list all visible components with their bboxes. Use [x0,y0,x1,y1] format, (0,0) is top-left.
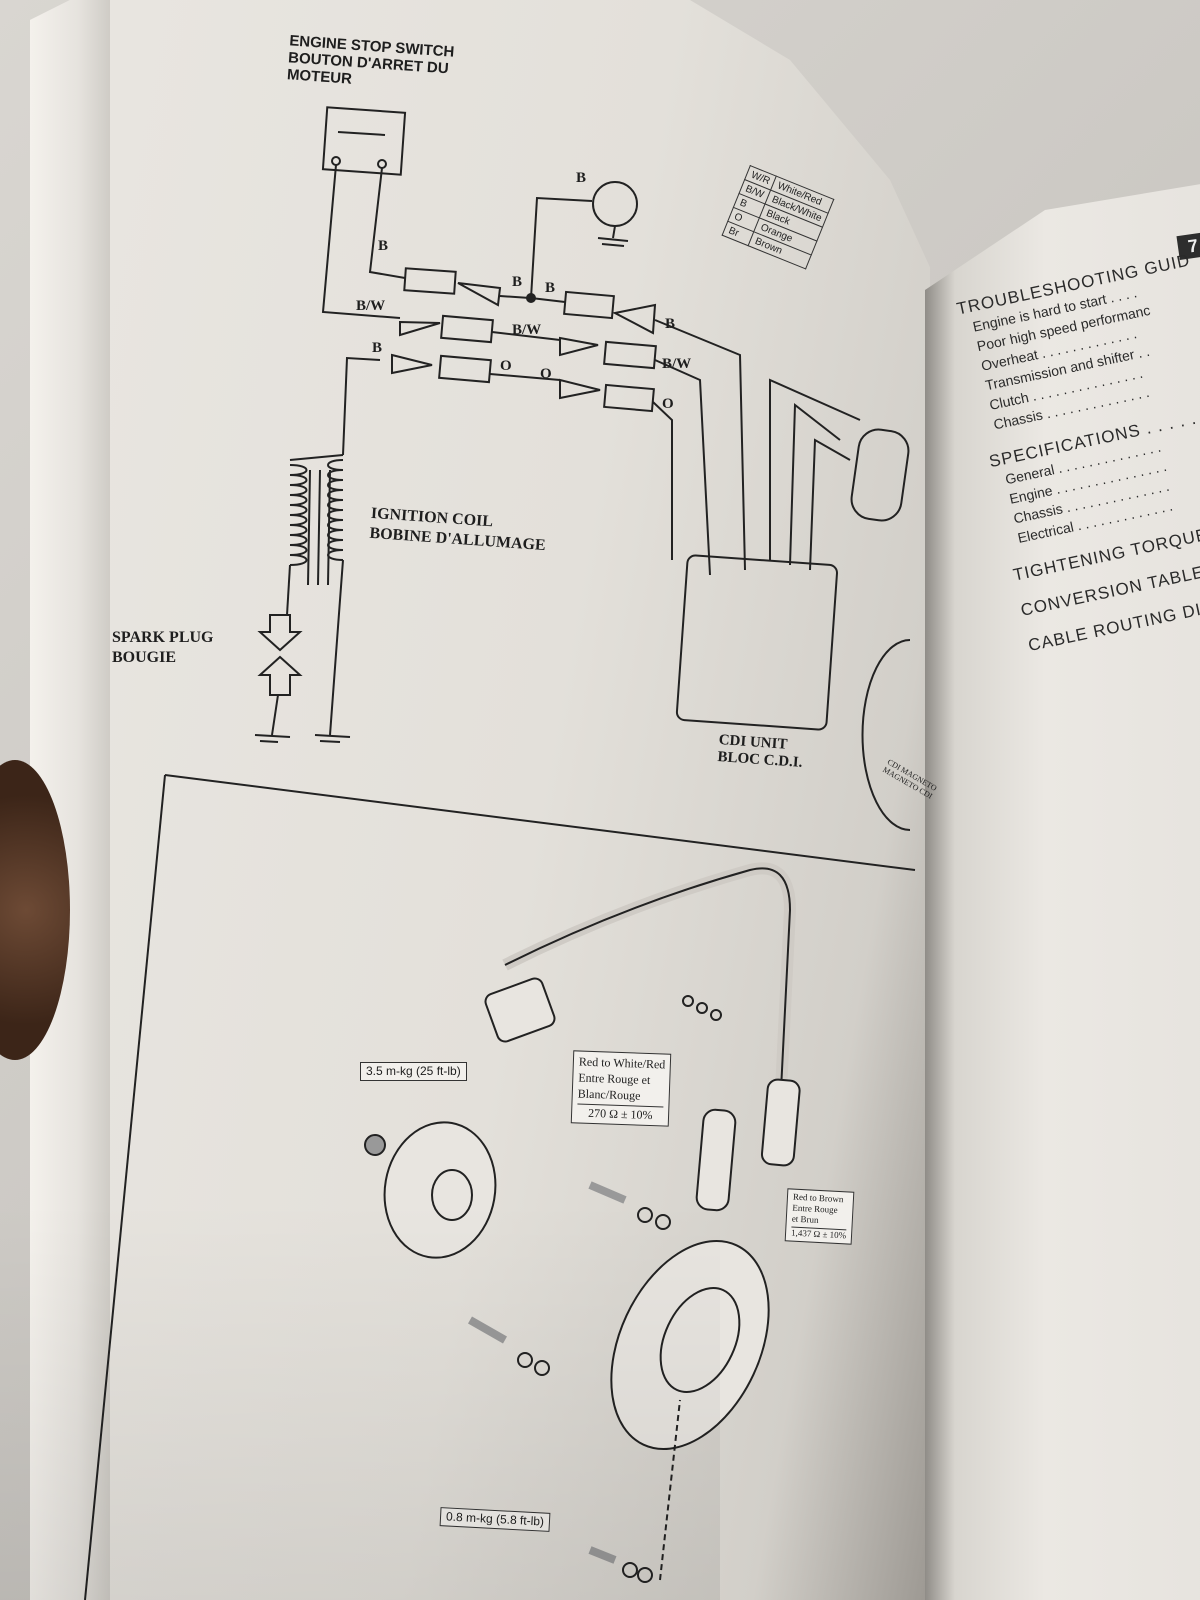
left-manual-page [30,0,930,1600]
wire-label: B/W [662,356,692,372]
wire-label: B [372,340,383,356]
label-line: et Brun [791,1213,819,1225]
wire-label: O [500,358,512,374]
wire-label: B/W [512,322,542,338]
wire-label: B/W [356,298,386,314]
resistance-value: 270 Ω ± 10% [576,1103,664,1124]
stop-switch-box [321,106,407,176]
wire-label: B [545,280,556,296]
label-line: SPARK PLUG [112,629,214,646]
coil-resistance-callout-red-brown: Red to Brown Entre Rouge et Brun 1,437 Ω… [784,1188,855,1245]
wire-label: O [540,366,552,382]
right-manual-page [925,180,1200,1600]
wire-label: B [576,170,587,186]
wire-label: B [512,274,523,290]
spark-plug-label: SPARK PLUG BOUGIE [112,628,213,668]
wire-label: B [378,238,389,254]
wire-label: O [662,396,674,412]
cdi-unit-label: CDI UNIT BLOC C.D.I. [717,732,804,772]
cdi-unit-box [675,554,838,731]
label-line: BOUGIE [112,649,177,666]
coil-resistance-callout-red-white: Red to White/Red Entre Rouge et Blanc/Ro… [570,1050,672,1127]
rotor-torque-callout: 3.5 m-kg (25 ft-lb) [360,1062,467,1081]
label-line: Blanc/Rouge [577,1086,641,1103]
wire-label: B [665,316,676,332]
resistance-value: 1,437 Ω ± 10% [790,1226,847,1242]
